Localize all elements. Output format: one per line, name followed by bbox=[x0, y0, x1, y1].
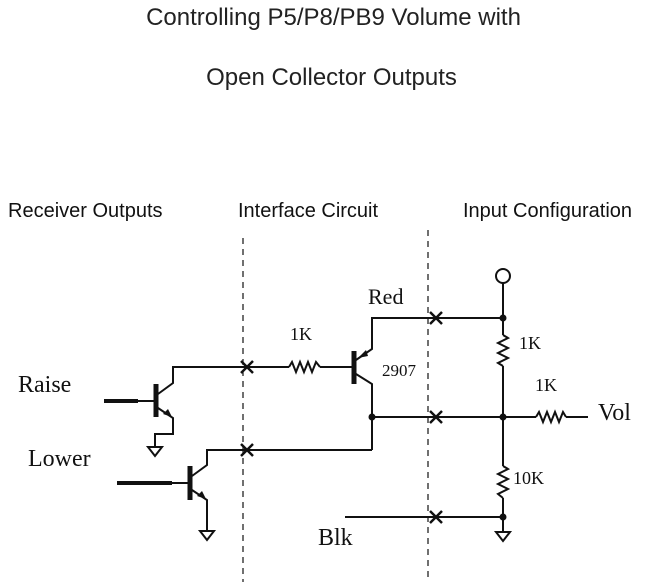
section-label-interface-circuit: Interface Circuit bbox=[238, 200, 379, 222]
label-raise: Raise bbox=[18, 372, 71, 398]
label-vol: Vol bbox=[598, 400, 631, 426]
resistor-top-1k bbox=[495, 334, 511, 367]
label-resistor-base: 1K bbox=[290, 324, 312, 344]
ground-icon bbox=[197, 530, 217, 542]
x-marker bbox=[240, 443, 254, 457]
label-resistor-bottom: 10K bbox=[513, 468, 544, 488]
ground-icon bbox=[145, 446, 165, 458]
x-marker bbox=[240, 360, 254, 374]
x-marker bbox=[429, 410, 443, 424]
supply-terminal bbox=[495, 268, 511, 284]
label-lower: Lower bbox=[28, 446, 91, 472]
x-marker bbox=[429, 311, 443, 325]
label-transistor-part: 2907 bbox=[382, 361, 417, 380]
label-resistor-vol: 1K bbox=[535, 375, 557, 395]
resistor-vol-1k bbox=[535, 409, 567, 425]
connection-markers bbox=[240, 311, 443, 524]
lower-npn-transistor bbox=[117, 449, 248, 530]
section-label-receiver-outputs: Receiver Outputs bbox=[8, 200, 163, 222]
section-label-input-configuration: Input Configuration bbox=[463, 200, 633, 222]
resistor-base-1k bbox=[288, 359, 321, 375]
label-blk: Blk bbox=[318, 525, 353, 551]
resistor-bottom-10k bbox=[495, 465, 511, 499]
label-red: Red bbox=[368, 284, 403, 309]
diagram-title-line2: Open Collector Outputs bbox=[206, 64, 457, 91]
x-marker bbox=[429, 510, 443, 524]
diagram-title-line1: Controlling P5/P8/PB9 Volume with bbox=[146, 4, 521, 31]
ground-icon bbox=[493, 531, 513, 543]
label-resistor-top: 1K bbox=[519, 333, 541, 353]
raise-npn-transistor bbox=[104, 366, 248, 446]
pnp-transistor-2907 bbox=[248, 317, 428, 451]
